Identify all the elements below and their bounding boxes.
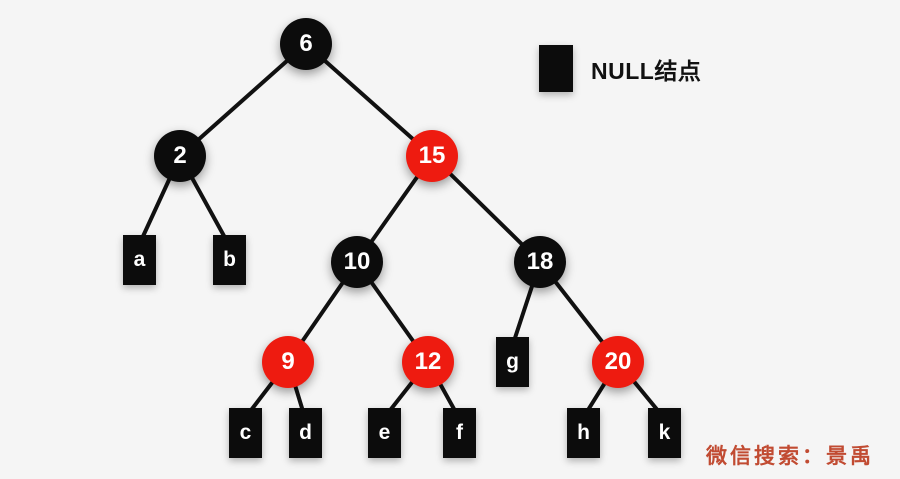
node-label: 9: [281, 348, 295, 375]
null-node-label: c: [239, 421, 252, 444]
null-node-label: b: [223, 248, 236, 271]
edge-6-15: [304, 42, 434, 158]
node-label: 10: [343, 248, 371, 275]
null-node-label: h: [577, 421, 590, 444]
null-node-label: e: [378, 421, 391, 444]
null-node-label: g: [506, 350, 519, 373]
edge-6-2: [178, 42, 308, 158]
null-node-c: c: [229, 408, 262, 458]
null-node-f: f: [443, 408, 476, 458]
node-label: 12: [414, 348, 442, 375]
legend: NULL结点: [539, 45, 701, 92]
tree-node-6: 6: [280, 18, 332, 70]
null-node-k: k: [648, 408, 681, 458]
node-label: 20: [604, 348, 632, 375]
tree-node-2: 2: [154, 130, 206, 182]
null-node-swatch-icon: [539, 45, 573, 92]
node-label: 6: [299, 30, 313, 57]
watermark-text: 微信搜索：景禹: [706, 443, 874, 468]
null-node-a: a: [123, 235, 156, 285]
null-node-b: b: [213, 235, 246, 285]
null-node-label: k: [658, 421, 671, 444]
tree-node-10: 10: [331, 236, 383, 288]
legend-label: NULL结点: [591, 57, 702, 84]
tree-node-12: 12: [402, 336, 454, 388]
null-node-g: g: [496, 337, 529, 387]
tree-node-9: 9: [262, 336, 314, 388]
node-label: 15: [418, 142, 446, 169]
null-node-label: a: [133, 248, 146, 271]
null-node-d: d: [289, 408, 322, 458]
tree-node-20: 20: [592, 336, 644, 388]
null-node-e: e: [368, 408, 401, 458]
tree-node-18: 18: [514, 236, 566, 288]
null-node-label: d: [299, 421, 312, 444]
node-label: 18: [526, 248, 554, 275]
tree-node-15: 15: [406, 130, 458, 182]
null-node-label: f: [456, 421, 463, 444]
null-node-h: h: [567, 408, 600, 458]
node-label: 2: [173, 142, 187, 169]
